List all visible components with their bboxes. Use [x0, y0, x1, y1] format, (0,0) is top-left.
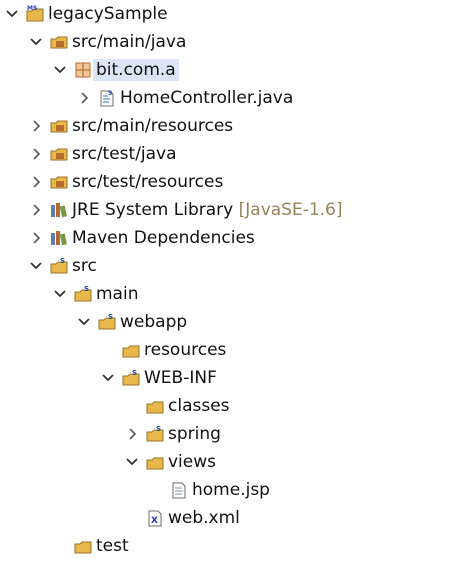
tree-item-label: WEB-INF: [144, 368, 217, 388]
tree-item-legacysample[interactable]: M S legacySample: [0, 0, 450, 28]
chevron-right-icon[interactable]: [75, 88, 93, 108]
tree-item-label: src/test/resources: [72, 172, 224, 192]
tree-item-label: home.jsp: [192, 480, 270, 500]
tree-item-homecontroller-java[interactable]: S HomeController.java: [0, 84, 450, 112]
library-icon: [49, 200, 69, 220]
chevron-right-icon[interactable]: [27, 172, 45, 192]
library-icon: [49, 228, 69, 248]
folder-icon: [145, 396, 165, 416]
svg-text:S: S: [60, 257, 65, 265]
chevron-right-icon[interactable]: [27, 116, 45, 136]
tree-item-label: HomeController.java: [120, 88, 294, 108]
tree-item-label: legacySample: [48, 4, 168, 24]
spring-folder-icon: [73, 536, 93, 556]
chevron-down-icon[interactable]: [99, 368, 117, 388]
package-icon: [73, 60, 93, 80]
spring-folder-icon: S: [121, 368, 141, 388]
chevron-right-icon[interactable]: [27, 144, 45, 164]
tree-item-classes[interactable]: classes: [0, 392, 450, 420]
tree-item-jre-system-library[interactable]: JRE System Library [JavaSE-1.6]: [0, 196, 450, 224]
tree-item-label: src: [72, 256, 97, 276]
svg-text:S: S: [84, 285, 89, 293]
tree-item-src-main-java[interactable]: src/main/java: [0, 28, 450, 56]
svg-text:S: S: [33, 5, 37, 12]
svg-text:X: X: [151, 516, 158, 526]
source-folder-icon: [49, 32, 69, 52]
tree-item-label: resources: [144, 340, 227, 360]
tree-item-web-xml[interactable]: X web.xml: [0, 504, 450, 532]
chevron-down-icon[interactable]: [51, 60, 69, 80]
tree-item-label: views: [168, 452, 217, 472]
folder-icon: [121, 340, 141, 360]
tree-item-src[interactable]: S src: [0, 252, 450, 280]
tree-item-src-test-resources[interactable]: src/test/resources: [0, 168, 450, 196]
tree-item-label: webapp: [120, 312, 188, 332]
folder-icon: [145, 452, 165, 472]
svg-text:S: S: [108, 90, 112, 97]
source-folder-icon: [49, 172, 69, 192]
chevron-down-icon[interactable]: [27, 32, 45, 52]
tree-item-label: src/test/java: [72, 144, 177, 164]
tree-item-label: src/main/resources: [72, 116, 234, 136]
java-file-icon: S: [97, 88, 117, 108]
tree-item-label: Maven Dependencies: [72, 228, 255, 248]
svg-text:S: S: [156, 425, 161, 433]
tree-item-src-main-resources[interactable]: src/main/resources: [0, 112, 450, 140]
tree-item-label: bit.com.a: [93, 59, 179, 81]
tree-item-home-jsp[interactable]: home.jsp: [0, 476, 450, 504]
spring-folder-icon: S: [145, 424, 165, 444]
tree-item-test[interactable]: test: [0, 532, 450, 560]
tree-item-main[interactable]: S main: [0, 280, 450, 308]
chevron-right-icon[interactable]: [27, 200, 45, 220]
tree-item-label: main: [96, 284, 139, 304]
tree-item-label: web.xml: [168, 508, 240, 528]
svg-text:S: S: [108, 313, 113, 321]
source-folder-icon: [49, 116, 69, 136]
tree-item-package-bit-com-a[interactable]: bit.com.a: [0, 56, 450, 84]
spring-folder-icon: S: [49, 256, 69, 276]
chevron-down-icon[interactable]: [3, 4, 21, 24]
chevron-down-icon[interactable]: [75, 312, 93, 332]
tree-item-label: JRE System Library [JavaSE-1.6]: [72, 199, 343, 221]
xml-file-icon: X: [145, 508, 165, 528]
source-folder-icon: [49, 144, 69, 164]
spring-folder-icon: S: [97, 312, 117, 332]
tree-item-maven-dependencies[interactable]: Maven Dependencies: [0, 224, 450, 252]
tree-item-label: src/main/java: [72, 32, 187, 52]
tree-item-web-inf[interactable]: S WEB-INF: [0, 364, 450, 392]
maven-project-icon: M S: [25, 4, 45, 24]
tree-item-label: classes: [168, 396, 230, 416]
chevron-down-icon[interactable]: [27, 256, 45, 276]
chevron-down-icon[interactable]: [123, 452, 141, 472]
chevron-down-icon[interactable]: [51, 284, 69, 304]
svg-text:M: M: [27, 5, 33, 12]
jre-version-decoration: [JavaSE-1.6]: [238, 200, 343, 220]
tree-item-src-test-java[interactable]: src/test/java: [0, 140, 450, 168]
chevron-right-icon[interactable]: [123, 424, 141, 444]
tree-item-resources[interactable]: resources: [0, 336, 450, 364]
tree-item-views[interactable]: views: [0, 448, 450, 476]
chevron-right-icon[interactable]: [27, 228, 45, 248]
tree-item-label: spring: [168, 424, 221, 444]
svg-text:S: S: [132, 369, 137, 377]
tree-item-spring[interactable]: S spring: [0, 420, 450, 448]
library-name: JRE System Library: [72, 200, 234, 220]
text-file-icon: [169, 480, 189, 500]
tree-item-label: test: [96, 536, 129, 556]
tree-item-webapp[interactable]: S webapp: [0, 308, 450, 336]
spring-folder-icon: S: [73, 284, 93, 304]
